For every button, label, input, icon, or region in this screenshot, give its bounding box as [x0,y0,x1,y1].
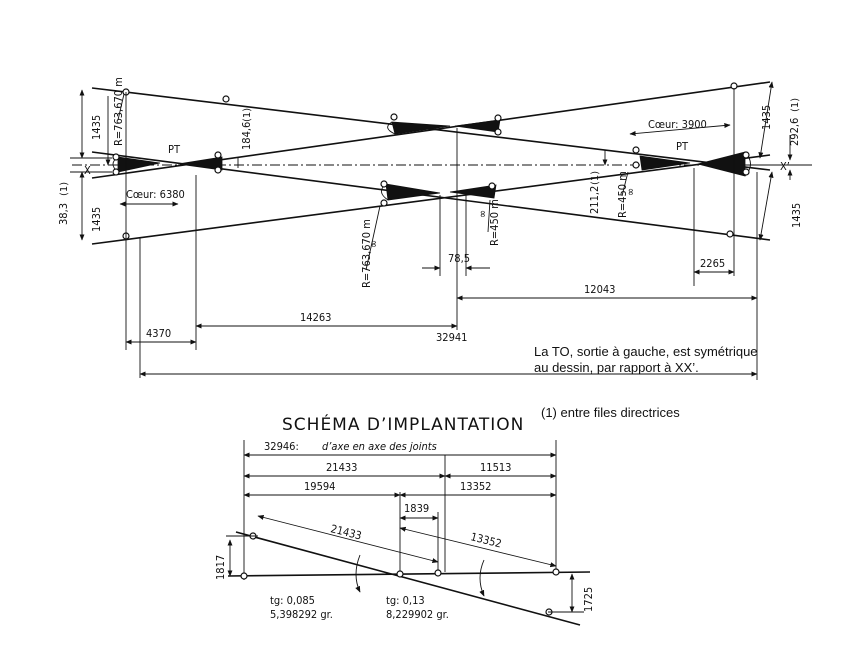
symmetry-note-line2: au dessin, par rapport à XX’. [534,360,699,375]
infinity-2: ∞ [476,210,489,218]
radius-mid-label: R=450 m [488,199,501,246]
main-track [227,571,591,577]
offset-left-note: (1) [59,182,70,196]
offset-184-label: 184,6 [240,122,253,150]
frog-upper-2 [454,119,501,133]
dim-32941-label: 32941 [436,331,467,344]
radius-leader [621,171,629,197]
joint-marker [552,568,560,576]
offset-211-note: (1) [590,171,601,185]
dim-12043-label: 12043 [584,283,615,296]
radius-lower-mid-label: R=763,670 m [360,219,373,288]
gr-left-label: 5,398292 gr. [270,608,333,621]
frog-right-b [697,151,746,177]
gauge-right-bottom-label: 1435 [790,203,803,228]
infinity-1: ∞ [367,240,380,248]
coeur-right-line [629,122,731,137]
radius-leader [117,93,125,121]
dim-11513-label: 11513 [480,461,511,474]
frog-lower-2 [449,184,497,199]
dim-4370-label: 4370 [146,327,171,340]
coeur-right-label: Cœur: 3900 [648,118,707,131]
frog-left-b [177,156,223,171]
frog-upper-1 [391,121,451,135]
frog-right-a [639,155,691,171]
footnote: (1) entre files directrices [541,405,680,420]
radius-right-label: R=450 m [616,171,629,218]
offset-left-label: 38,3 [57,203,70,225]
pt-left-label: PT [168,143,181,156]
tg-right-label: tg: 0,13 [386,594,425,607]
schema-title: SCHÉMA D’IMPLANTATION [282,413,524,435]
tg-left-label: tg: 0,085 [270,594,315,607]
joint-marker [434,569,442,577]
dim-21433-diag-label: 21433 [329,522,363,542]
axis-x-prime-label: X’ [780,160,790,173]
dim-2265-label: 2265 [700,257,725,270]
dim-13352-top-label: 13352 [460,480,491,493]
track-layout: 1435 1435 38,3 (1) R=763,670 m 184,6 (1)… [57,77,812,380]
offset-292-note: (1) [790,98,801,112]
implantation-schema: SCHÉMA D’IMPLANTATION 1817 1725 [214,413,595,626]
dim-total-text: d’axe en axe des joints [322,440,437,453]
pt-right-label: PT [676,140,689,153]
gr-right-label: 8,229902 gr. [386,608,449,621]
curve-up [387,121,396,135]
dim-13352-diag-label: 13352 [469,530,503,550]
angle-arc-left [355,554,361,593]
gauge-left-bottom-label: 1435 [90,207,103,232]
gauge-right-top-label: 1435 [760,105,773,130]
dim-1817-label: 1817 [214,555,227,580]
radius-leader [487,199,491,233]
frog-left-a [117,156,161,173]
symmetry-note-line1: La TO, sortie à gauche, est symétrique [534,344,758,359]
radius-upper-left-label: R=763,670 m [112,77,125,146]
radius-leader [365,205,381,271]
dim-13352-diag-line [399,526,557,568]
frog-lower-1 [385,183,441,201]
angle-arc-right [479,559,485,597]
dim-14263-label: 14263 [300,311,331,324]
gauge-right-top-line [758,81,774,159]
joint-marker [396,570,404,578]
coeur-left-label: Cœur: 6380 [126,188,185,201]
dim-1725-label: 1725 [582,587,595,612]
offset-184-note: (1) [242,108,253,122]
dim-total-label: 32946: [264,440,299,453]
offset-292-label: 292,6 [788,118,801,146]
rail-c-bottom [91,154,771,245]
dim-785-label: 78,5 [448,252,470,265]
joint-marker [240,572,248,580]
dim-21433-top-label: 21433 [326,461,357,474]
gauge-right-bottom-line [758,171,774,241]
offset-211-label: 211,2 [588,186,601,214]
dim-1839-label: 1839 [404,502,429,515]
infinity-3: ∞ [624,188,637,196]
axis-x-label: X [84,164,91,177]
gauge-left-top-label: 1435 [90,115,103,140]
dim-19594-label: 19594 [304,480,335,493]
